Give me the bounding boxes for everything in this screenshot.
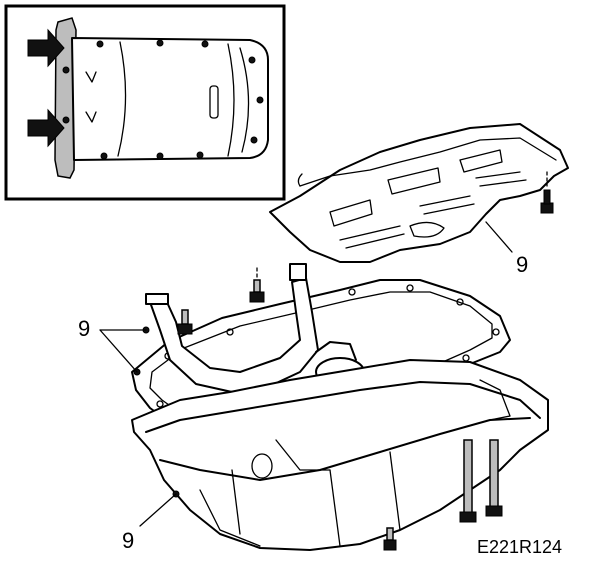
shield-bolt [540, 171, 554, 214]
inset-arrow-lower-icon [27, 108, 65, 148]
inset-pan-outline [71, 37, 269, 161]
oil-pan-leader-line [139, 493, 177, 527]
pickup-flange [145, 293, 169, 305]
shield-callout: 9 [516, 252, 528, 277]
oil-pan-callout: 9 [122, 528, 134, 553]
shield-leader-line [485, 221, 513, 253]
pickup-bolt-right [249, 267, 265, 303]
gasket-callout: 9 [78, 316, 90, 341]
inset-view [4, 4, 286, 201]
inset-arrow-upper-icon [27, 28, 65, 68]
oil-pan: 9 [122, 359, 549, 553]
gasket-leader-lines [99, 329, 147, 373]
long-bolt-right [485, 439, 503, 517]
drain-bolt [383, 527, 397, 551]
inset-block-flange [54, 17, 77, 179]
long-bolt-left [459, 439, 477, 523]
reference-code: E221R124 [477, 537, 562, 557]
inset-bolts [62, 39, 264, 160]
pickup-bolt-left [177, 309, 193, 335]
splash-shield: 9 [269, 123, 569, 277]
